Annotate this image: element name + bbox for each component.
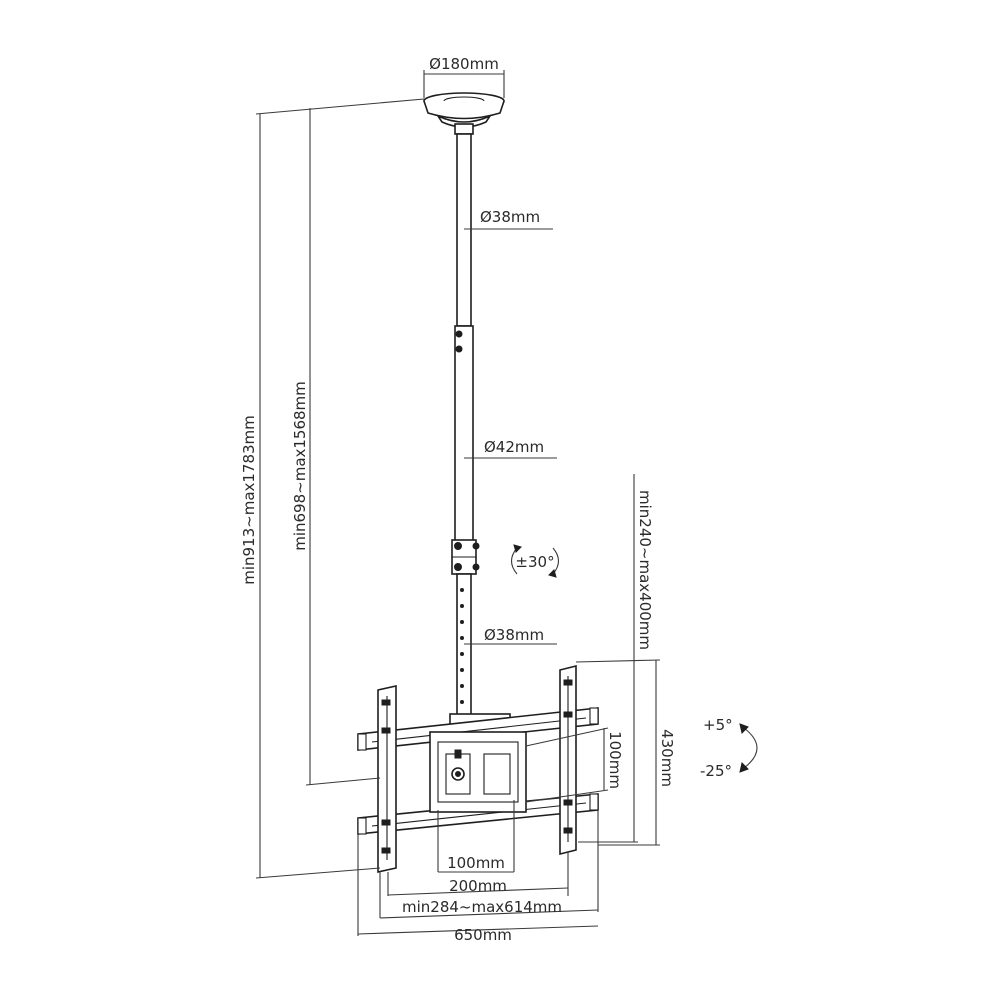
vesa-100-label: 100mm [447,854,505,872]
arm-span-dimension: min284~max614mm [379,810,599,919]
bottom-pole [456,573,472,717]
ceiling-plate [423,92,505,135]
bracket-height-range-label: min240~max400mm [636,490,654,650]
tilt-indicator: +5° -25° [700,716,758,780]
vesa-100-dimension: 100mm [437,800,515,873]
top-pole-diameter-dimension: Ø38mm [464,208,553,230]
pole-height-label: min698~max1568mm [291,381,309,551]
overall-height-dimension: min913~max1783mm [240,98,425,879]
bracket-height-label: 430mm [658,729,676,787]
vesa-200-label: 200mm [449,877,507,895]
arm-span-label: min284~max614mm [402,898,562,916]
middle-pole [454,325,474,549]
bracket-height-dimension: 430mm [575,659,676,846]
tv-bracket [357,664,599,873]
bottom-pole-diameter-label: Ø38mm [484,626,544,644]
rotation-label: ±30° [515,553,554,571]
pole-height-dimension: min698~max1568mm [291,108,381,786]
rotation-indicator: ±30° [510,544,560,578]
total-width-label: 650mm [454,926,512,944]
top-pole-diameter-label: Ø38mm [480,208,540,226]
tilt-up-label: +5° [703,716,733,734]
plate-diameter-dimension: Ø180mm [423,55,505,98]
vesa-vertical-dimension: 100mm [525,727,624,803]
overall-height-label: min913~max1783mm [240,415,258,585]
middle-pole-diameter-dimension: Ø42mm [464,438,557,459]
top-pole [456,133,472,327]
plate-diameter-label: Ø180mm [429,55,499,73]
tilt-down-label: -25° [700,762,732,780]
bracket-height-range-dimension: min240~max400mm [578,474,654,843]
vesa-200-dimension: 200mm [387,852,569,896]
rotation-joint [451,539,480,575]
middle-pole-diameter-label: Ø42mm [484,438,544,456]
bottom-pole-diameter-dimension: Ø38mm [464,626,557,645]
vesa-vertical-label: 100mm [606,731,624,789]
total-width-dimension: 650mm [357,834,599,944]
